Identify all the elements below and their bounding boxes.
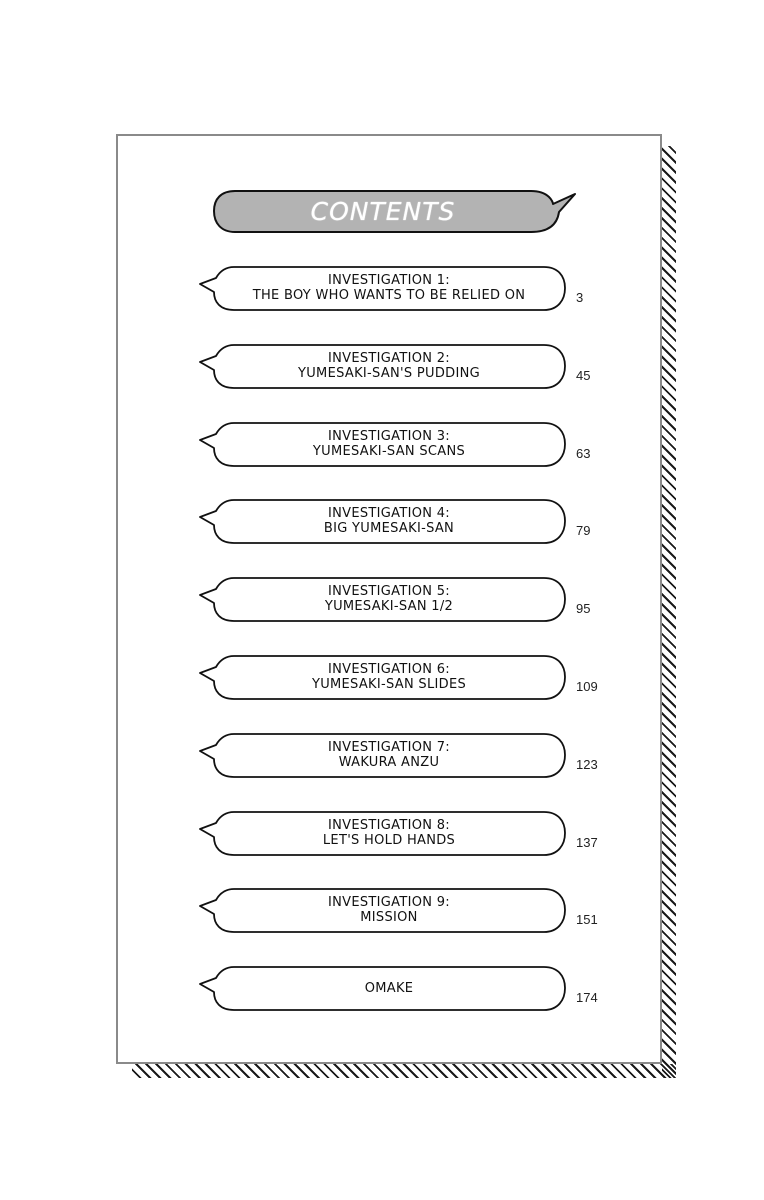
toc-entry-subtitle: MISSION [360,910,418,925]
toc-page-number: 79 [576,523,591,538]
toc-entry-title: INVESTIGATION 8:LET'S HOLD HANDS [214,811,564,855]
toc-entry[interactable]: INVESTIGATION 7:WAKURA ANZU 123 [198,733,618,781]
toc-entry-title: INVESTIGATION 3:YUMESAKI-SAN SCANS [214,422,564,466]
toc-entry-subtitle: YUMESAKI-SAN 1/2 [324,599,454,614]
toc-page-number: 63 [576,446,591,461]
page-shadow-right-hatching [662,146,676,1078]
toc-entry[interactable]: INVESTIGATION 2:YUMESAKI-SAN'S PUDDING 45 [198,344,618,392]
toc-page-number: 95 [576,601,591,616]
toc-entry[interactable]: INVESTIGATION 6:YUMESAKI-SAN SLIDES 109 [198,655,618,703]
title-speech-bubble-icon [213,190,576,233]
toc-entry-heading: OMAKE [364,980,414,996]
toc-entry-title: INVESTIGATION 5:YUMESAKI-SAN 1/2 [214,577,564,621]
toc-page-number: 109 [576,679,598,694]
toc-entry-heading: INVESTIGATION 6: [328,662,450,677]
toc-page-number: 123 [576,757,598,772]
page-title: CONTENTS [310,196,456,226]
toc-entry-title: INVESTIGATION 7:WAKURA ANZU [214,733,564,777]
toc-entry-title: INVESTIGATION 2:YUMESAKI-SAN'S PUDDING [214,344,564,388]
toc-page-number: 3 [576,290,584,305]
toc-entry-title: INVESTIGATION 4:BIG YUMESAKI-SAN [214,499,564,543]
speech-bubble-icon [199,577,566,622]
toc-page-number: 151 [576,912,598,927]
toc-entry-subtitle: BIG YUMESAKI-SAN [323,521,455,536]
speech-bubble-icon [199,266,566,311]
toc-entry-subtitle: YUMESAKI-SAN'S PUDDING [298,366,480,381]
toc-entry-heading: INVESTIGATION 5: [328,584,450,599]
toc-entry[interactable]: INVESTIGATION 4:BIG YUMESAKI-SAN 79 [198,499,618,547]
toc-entry-subtitle: WAKURA ANZU [338,755,440,770]
contents-title-bubble: CONTENTS [213,190,576,233]
toc-entry-title: INVESTIGATION 9:MISSION [214,888,564,932]
speech-bubble-icon [199,422,566,467]
toc-entry-heading: INVESTIGATION 9: [328,895,450,910]
toc-entry-heading: INVESTIGATION 8: [328,818,450,833]
speech-bubble-icon [199,499,566,544]
toc-entry-subtitle: LET'S HOLD HANDS [322,833,456,848]
speech-bubble-icon [199,966,566,1011]
toc-entry[interactable]: INVESTIGATION 9:MISSION 151 [198,888,618,936]
toc-entry-title: INVESTIGATION 1:THE BOY WHO WANTS TO BE … [214,266,564,310]
speech-bubble-icon [199,733,566,778]
toc-entry-heading: INVESTIGATION 1: [328,273,450,288]
toc-entry-subtitle: THE BOY WHO WANTS TO BE RELIED ON [252,288,526,303]
toc-entry-subtitle: YUMESAKI-SAN SLIDES [311,677,467,692]
toc-entry-subtitle: YUMESAKI-SAN SCANS [312,444,466,459]
toc-entry-heading: INVESTIGATION 7: [328,740,450,755]
toc-page-number: 174 [576,990,598,1005]
speech-bubble-icon [199,344,566,389]
toc-page-number: 45 [576,368,591,383]
toc-page-number: 137 [576,835,598,850]
toc-entry-title: OMAKE [214,966,564,1010]
toc-entry-heading: INVESTIGATION 3: [328,429,450,444]
toc-entry-title: INVESTIGATION 6:YUMESAKI-SAN SLIDES [214,655,564,699]
toc-entry[interactable]: INVESTIGATION 5:YUMESAKI-SAN 1/2 95 [198,577,618,625]
toc-entry[interactable]: INVESTIGATION 8:LET'S HOLD HANDS 137 [198,811,618,859]
toc-entry-heading: INVESTIGATION 2: [328,351,450,366]
toc-entry[interactable]: OMAKE 174 [198,966,618,1014]
toc-entry[interactable]: INVESTIGATION 1:THE BOY WHO WANTS TO BE … [198,266,618,314]
speech-bubble-icon [199,655,566,700]
speech-bubble-icon [199,888,566,933]
toc-entry[interactable]: INVESTIGATION 3:YUMESAKI-SAN SCANS 63 [198,422,618,470]
toc-entry-heading: INVESTIGATION 4: [328,506,450,521]
speech-bubble-icon [199,811,566,856]
page-shadow-bottom-hatching [132,1064,676,1078]
